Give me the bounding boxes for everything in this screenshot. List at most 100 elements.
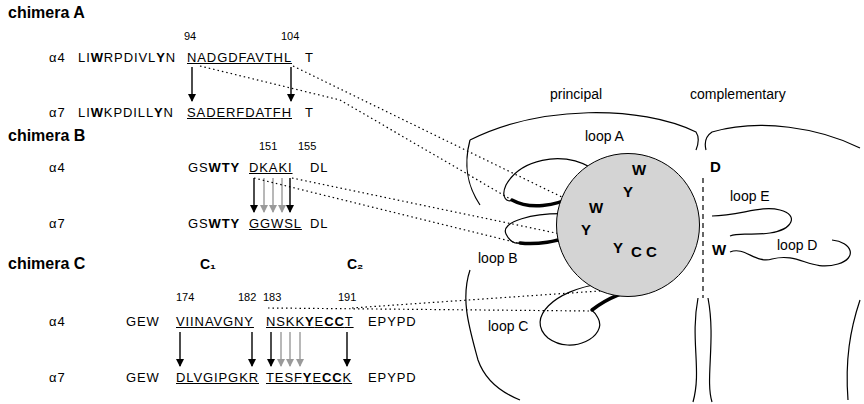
sequence-segment: NADGDFAVTHL: [187, 50, 292, 65]
residue-letter: W: [632, 161, 646, 178]
sequence-segment: E: [312, 370, 322, 385]
text-row: W: [712, 241, 726, 258]
region-label: principal: [550, 86, 602, 102]
text-row: LIWRPDIVLYN: [78, 50, 176, 65]
residue-letter: W: [712, 241, 726, 258]
text-row: loop D: [777, 237, 817, 253]
text-row: DL: [310, 216, 328, 231]
residue-number: 104: [281, 30, 299, 42]
sequence-segment: DL: [310, 216, 328, 231]
text-row: SADERFDATFH: [187, 105, 292, 120]
residue-number: 155: [298, 140, 316, 152]
text-row: α7: [49, 370, 66, 385]
sequence-segment: CC: [322, 370, 343, 385]
sequence-segment: α4: [49, 314, 66, 329]
residue-letter: C: [646, 243, 657, 260]
sequence-segment: T: [345, 314, 354, 329]
text-row: VIINAVGNY: [176, 314, 254, 329]
text-row: C₁: [200, 256, 216, 272]
text-row: LIWKPDILLYN: [78, 105, 174, 120]
sequence-segment: CC: [324, 314, 345, 329]
text-row: T: [305, 50, 314, 65]
text-row: chimera A: [8, 4, 85, 22]
sequence-segment: WTY: [209, 160, 241, 175]
text-row: 94: [184, 30, 196, 43]
sequence-segment: GGWSL: [249, 216, 302, 231]
sequence-segment: GEW: [126, 314, 160, 329]
sequence-segment: VIINAVGNY: [176, 314, 254, 329]
residue-letter: Y: [623, 183, 633, 200]
text-row: GSWTY: [188, 160, 240, 175]
subunit-outline: [466, 113, 860, 402]
substitution-arrows: [180, 332, 347, 366]
text-row: α4: [49, 50, 66, 65]
substitution-arrows: [254, 178, 290, 212]
text-row: α4: [49, 160, 66, 175]
chimera-heading: chimera C: [8, 255, 85, 272]
region-label: loop D: [777, 237, 817, 253]
sequence-segment: KPDILL: [104, 105, 154, 120]
residue-number: 182: [238, 291, 256, 303]
text-row: α4: [49, 314, 66, 329]
text-row: D: [710, 158, 721, 175]
sequence-segment: DLVGIPGKR: [176, 370, 259, 385]
region-label: complementary: [690, 86, 786, 102]
text-row: loop E: [730, 188, 770, 204]
region-label: loop C: [488, 318, 528, 334]
sequence-segment: W: [91, 50, 104, 65]
sequence-segment: α7: [49, 370, 66, 385]
text-row: NADGDFAVTHL: [187, 50, 292, 65]
text-row: loop A: [585, 128, 624, 144]
chimera-heading: chimera B: [8, 127, 85, 144]
sequence-segment: α7: [49, 216, 66, 231]
sequence-segment: α4: [49, 50, 66, 65]
text-row: complementary: [690, 86, 786, 102]
sequence-segment: RPDIVL: [104, 50, 156, 65]
residue-letter: C: [631, 243, 642, 260]
text-row: 174: [176, 291, 194, 304]
text-row: NSKKYECCT: [266, 314, 354, 329]
region-label: loop A: [585, 128, 624, 144]
sequence-segment: α4: [49, 160, 66, 175]
text-row: T: [305, 105, 314, 120]
sequence-segment: LI: [78, 105, 91, 120]
sequence-segment: GS: [188, 216, 209, 231]
interface-line: [702, 178, 703, 298]
text-row: DKAKI: [249, 160, 293, 175]
sequence-segment: LI: [78, 50, 91, 65]
region-label: loop E: [730, 188, 770, 204]
residue-number: 191: [338, 291, 356, 303]
text-row: 191: [338, 291, 356, 304]
text-row: 155: [298, 140, 316, 153]
text-row: GEW: [126, 314, 160, 329]
text-row: loop C: [488, 318, 528, 334]
sequence-segment: T: [305, 105, 314, 120]
sequence-segment: WTY: [209, 216, 241, 231]
text-row: α7: [49, 216, 66, 231]
sequence-segment: NSKK: [266, 314, 305, 329]
text-row: C₂: [347, 256, 363, 272]
text-row: DLVGIPGKR: [176, 370, 259, 385]
sequence-segment: EPYPD: [368, 314, 417, 329]
segment-name: C₂: [347, 256, 363, 272]
segment-name: C₁: [200, 256, 216, 272]
sequence-segment: W: [91, 105, 104, 120]
text-row: GEW: [126, 370, 160, 385]
text-row: TESFYECCK: [266, 370, 352, 385]
residue-number: 151: [259, 140, 277, 152]
text-row: DL: [310, 160, 328, 175]
sequence-segment: N: [166, 50, 176, 65]
sequence-segment: TESF: [266, 370, 303, 385]
sequence-segment: K: [343, 370, 353, 385]
sequence-segment: EPYPD: [368, 370, 417, 385]
sequence-segment: N: [164, 105, 174, 120]
residue-letter: D: [710, 158, 721, 175]
text-row: chimera B: [8, 127, 85, 145]
sequence-segment: Y: [156, 50, 166, 65]
residue-number: 183: [263, 291, 281, 303]
binding-site-circle: WYWYYCC: [556, 153, 700, 297]
sequence-segment: GEW: [126, 370, 160, 385]
sequence-segment: GS: [188, 160, 209, 175]
text-row: 151: [259, 140, 277, 153]
